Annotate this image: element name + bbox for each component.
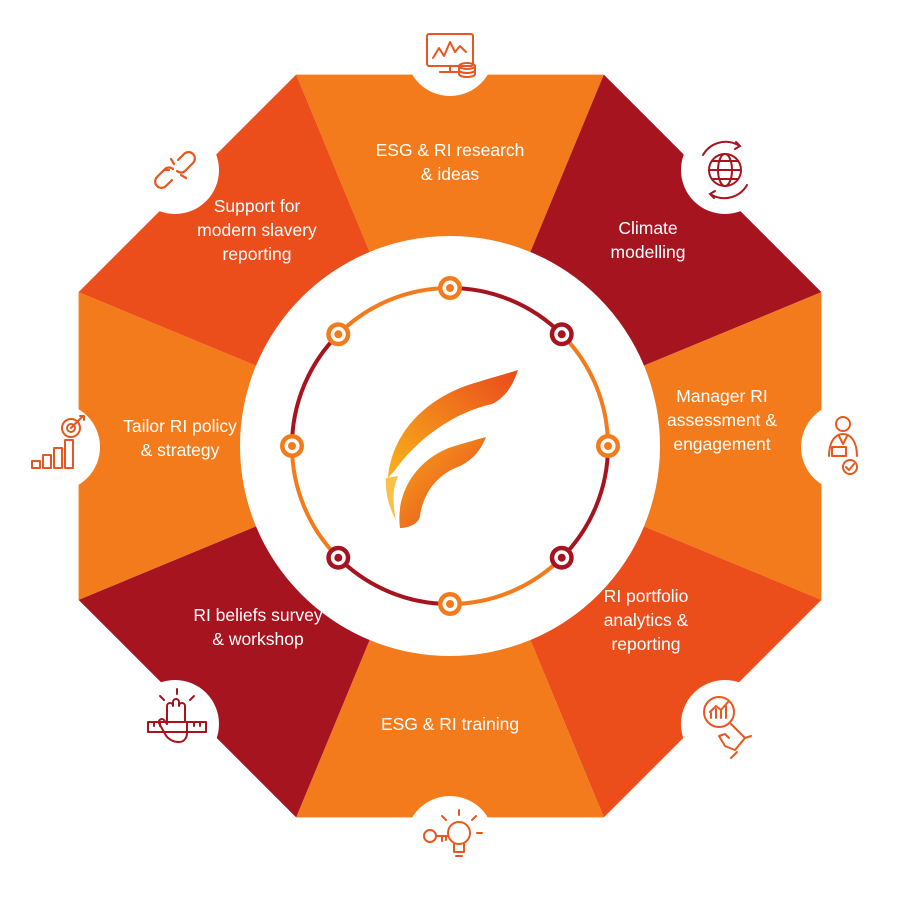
inner-ring — [280, 276, 620, 616]
manager-check-icon — [801, 403, 889, 491]
segment-label-line: & workshop — [212, 629, 303, 649]
segment-label-line: Manager RI — [676, 386, 767, 406]
segment-label-line: analytics & — [604, 610, 689, 630]
ring-node — [438, 276, 462, 300]
segment-label-line: & strategy — [141, 440, 220, 460]
segment-label-3: RI portfolio analytics & reporting — [604, 586, 689, 654]
hand-raised-ruler-icon — [131, 680, 219, 768]
ring-node — [438, 592, 462, 616]
segment-0 — [296, 74, 604, 252]
inner-ring-arc — [336, 286, 451, 336]
segment-label-4: ESG & RI training — [381, 714, 519, 734]
segment-2 — [644, 292, 822, 600]
broken-chain-icon — [131, 126, 219, 214]
segment-4 — [296, 640, 604, 818]
segment-3 — [530, 526, 822, 818]
target-bar-growth-icon — [12, 403, 100, 491]
segment-label-line: RI portfolio — [604, 586, 689, 606]
ring-node — [280, 434, 304, 458]
ring-node — [326, 545, 351, 570]
segment-label-line: ESG & RI training — [381, 714, 519, 734]
segment-label-line: Support for — [214, 196, 301, 216]
segment-label-5: RI beliefs survey & workshop — [193, 605, 323, 649]
segments-layer — [78, 74, 822, 818]
inner-ring-arc — [560, 332, 610, 447]
segment-label-line: reporting — [222, 244, 291, 264]
segment-5 — [78, 526, 370, 818]
segment-6 — [78, 292, 256, 600]
key-lightbulb-icon — [406, 796, 494, 884]
segment-label-line: Tailor RI policy — [123, 416, 237, 436]
hand-analytics-icon — [681, 680, 769, 768]
ring-node — [326, 322, 351, 347]
segment-7 — [78, 74, 370, 366]
inner-ring-arc — [290, 445, 340, 560]
flame-f-logo — [385, 370, 518, 528]
segment-label-line: ESG & RI research — [376, 140, 525, 160]
icons-layer — [12, 8, 889, 884]
globe-cycle-icon — [681, 126, 769, 214]
segment-label-line: assessment & — [667, 410, 777, 430]
segment-label-7: Support for modern slavery reporting — [197, 196, 317, 264]
inner-ring-arc — [560, 445, 610, 560]
segment-label-1: Climate modelling — [611, 218, 686, 262]
segment-label-line: modern slavery — [197, 220, 317, 240]
ring-node — [596, 434, 620, 458]
segment-label-line: Climate — [618, 218, 677, 238]
segment-label-2: Manager RI assessment & engagement — [667, 386, 777, 454]
segment-label-line: engagement — [673, 434, 770, 454]
segment-label-line: & ideas — [421, 164, 480, 184]
inner-ring-arc — [290, 332, 340, 447]
inner-ring-arc — [449, 286, 564, 336]
segment-label-line: RI beliefs survey — [193, 605, 323, 625]
ring-node — [549, 322, 574, 347]
segment-label-line: reporting — [611, 634, 680, 654]
chart-monitor-coins-icon — [406, 8, 494, 96]
ring-node — [549, 545, 574, 570]
segment-label-line: modelling — [611, 242, 686, 262]
inner-ring-arc — [449, 556, 564, 606]
segment-label-6: Tailor RI policy & strategy — [123, 416, 237, 460]
segment-label-0: ESG & RI research & ideas — [376, 140, 525, 184]
inner-ring-arc — [336, 556, 451, 606]
center-disc — [257, 253, 643, 639]
segment-1 — [530, 74, 822, 366]
